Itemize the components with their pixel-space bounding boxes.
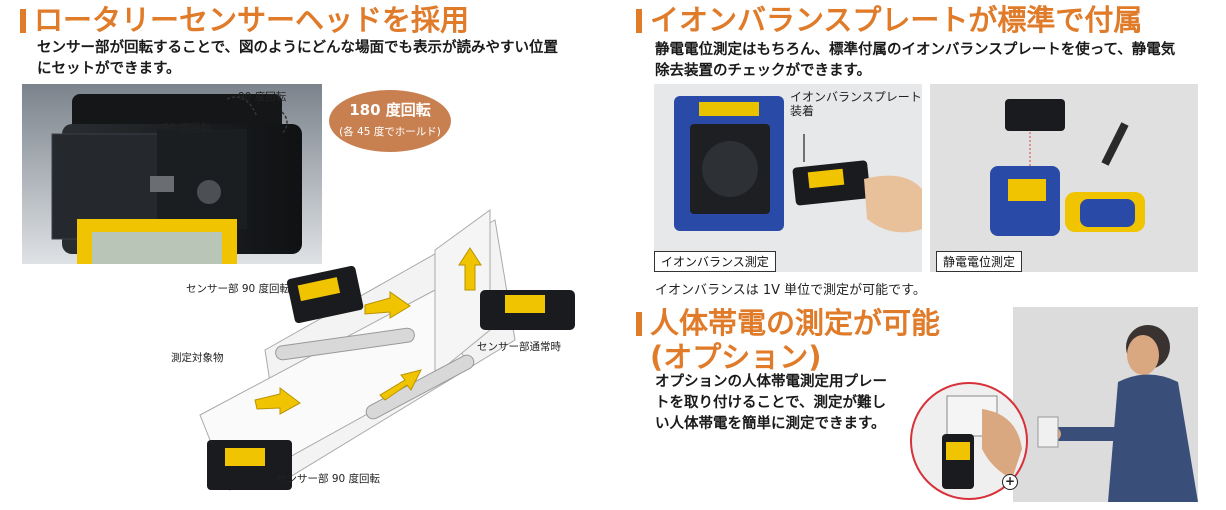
caption-ion-balance: イオンバランス測定 [654,251,776,272]
zoom-illustration [942,395,1022,489]
arrow-icon [364,291,411,319]
zoom-circle [910,382,1028,500]
static-potential-illustration [930,84,1198,272]
label-90-top: 90 度回転 [238,91,287,103]
body-charge-heading-line1: 人体帯電の測定が可能 [650,306,941,340]
rotary-body-line1: センサー部が回転することで、図のようにどんな場面でも表示が読みやすい位置 [37,40,558,56]
ion-body-line2: 除去装置のチェックができます。 [655,63,872,79]
arrow-icon [254,387,301,415]
ion-body-line1: 静電電位測定はもちろん、標準付属のイオンバランスプレートを使って、静電気 [655,42,1176,58]
arrow-icon [379,369,422,401]
body-charge-heading: 人体帯電の測定が可能 (オプション) [636,306,940,374]
static-potential-photo [930,84,1198,272]
rotary-heading: ロータリーセンサーヘッドを採用 [20,4,469,36]
body-charge-heading-line2: (オプション) [650,340,822,374]
ion-body: 静電電位測定はもちろん、標準付属のイオンバランスプレートを使って、静電気 除去装… [655,40,1225,82]
label-90-mid: 90 度回転 [163,122,212,134]
callout-line2: 装着 [790,104,815,118]
ion-balance-illustration [654,84,922,272]
label-sensor-90-top: センサー部 90 度回転 [186,283,291,295]
person-photo [1013,307,1198,502]
rotary-head-illustration [22,84,322,264]
rotary-heading-text: ロータリーセンサーヘッドを採用 [34,3,470,37]
badge-title: 180 度回転 [349,101,431,119]
rotary-body-line2: にセットができます。 [37,61,181,77]
person-illustration [1013,307,1198,502]
body-charge-line2: トを取り付けることで、測定が難し [655,395,886,411]
label-measured-object: 測定対象物 [171,352,224,364]
heading-bar [20,9,26,33]
body-charge-body: オプションの人体帯電測定用プレー トを取り付けることで、測定が難し い人体帯電を… [655,372,905,435]
heading-bar [636,312,642,336]
body-charge-line3: い人体帯電を簡単に測定できます。 [655,416,886,432]
badge-subtitle: (各 45 度でホールド) [339,126,441,138]
ion-note: イオンバランスは 1V 単位で測定が可能です。 [655,283,926,298]
arrow-icon [458,247,482,291]
rotary-head-photo [22,84,322,264]
rotation-badge: 180 度回転 (各 45 度でホールド) [329,90,451,152]
ion-heading-text: イオンバランスプレートが標準で付属 [650,3,1143,37]
heading-bar [636,9,642,33]
caption-static-potential: 静電電位測定 [936,251,1023,272]
zoom-plus-icon[interactable]: + [1002,474,1018,490]
label-sensor-90-bottom: センサー部 90 度回転 [276,473,381,485]
conveyor-illustration [165,200,605,505]
callout-line1: イオンバランスプレート [790,90,922,104]
rotary-body: センサー部が回転することで、図のようにどんな場面でも表示が読みやすい位置 にセッ… [37,38,597,80]
label-sensor-normal: センサー部通常時 [477,341,561,353]
ion-balance-photo [654,84,922,272]
body-charge-line1: オプションの人体帯電測定用プレー [655,374,887,390]
callout-ion-plate: イオンバランスプレート 装着 [790,90,922,118]
conveyor-diagram [199,209,575,491]
ion-heading: イオンバランスプレートが標準で付属 [636,4,1142,36]
